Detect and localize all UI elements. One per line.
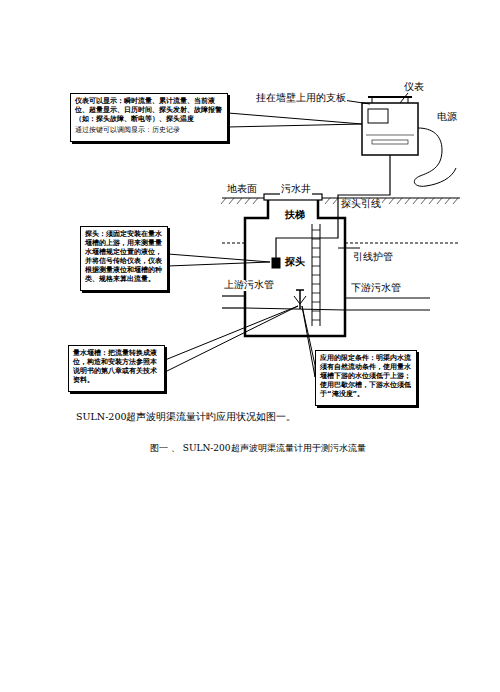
pipe-line [222,243,245,244]
ladder-rung [312,257,320,258]
downstream-pipe [345,297,430,298]
callout-text: 通过按键可以调阅显示：历史记录 [75,126,223,135]
hatch-stroke [237,198,242,204]
hatch-stroke [453,198,458,204]
hatch-stroke [421,198,426,204]
ladder-rung [312,284,320,285]
callout-tail [168,254,270,266]
part-label: 仪表 [403,82,425,93]
part-label: 上游污水管 [223,280,275,291]
instrument-box [362,103,418,155]
hatch-stroke [325,198,330,204]
upstream-pipe [222,307,245,308]
hatch-stroke [221,198,226,204]
part-label: 探头引线 [340,199,382,210]
hatch-stroke [429,198,434,204]
instrument-panel [366,135,414,136]
wall-bracket [408,97,409,103]
weir-notch [294,296,306,304]
part-label: 地表面 [226,184,258,195]
part-label: 挂在墙壁上用的支板 [255,93,347,104]
callout-tail [228,113,362,127]
ladder-rung [312,239,320,240]
part-label: 引线护管 [352,252,394,263]
instrument-screen [368,109,388,123]
hatch-stroke [333,198,338,204]
well-wall [245,198,345,336]
callout-text: 量水堰槽：把流量转换成液位，构造和安装方法参照本说明书的第八章或有关技术资料。 [73,349,160,385]
downstream-pipe [345,309,430,310]
pipe-line [345,243,460,244]
figure-caption: 图一 、 SULN-200超声波明渠流量计用于测污水流量 [150,442,366,455]
callout-box: 仪表可以显示：瞬时流量、累计流量、当前液位、超量显示、日历时间、探头发射、故障报… [70,93,228,142]
part-label: 扶梯 [284,210,306,221]
ladder-rung [312,266,320,267]
ladder-rungs [312,230,320,320]
probe [272,258,280,268]
ladder-rung [312,248,320,249]
leader-line [400,93,408,103]
ladder-rung [312,293,320,294]
ladder-rung [312,311,320,312]
part-label: 下游污水管 [350,283,402,294]
hatch-stroke [397,198,402,204]
callout-box: 探头：须固定安装在量水堰槽的上游，用来测量量水堰槽规定位置的液位，并将信号传给仪… [80,226,168,291]
ladder-rung [312,302,320,303]
power-cord [414,128,456,186]
ladder-rung [312,320,320,321]
hatch-stroke [437,198,442,204]
channel-bottom [245,308,345,310]
callout-tail [165,306,298,372]
callout-box: 应用的限定条件：明渠内水流须有自然流动条件，使用量水堰槽下游的水位须低于上游；使… [315,350,417,406]
part-label: 电源 [436,112,458,123]
hatch-stroke [389,198,394,204]
callout-text: 应用的限定条件：明渠内水流须有自然流动条件，使用量水堰槽下游的水位须低于上游；使… [320,354,412,399]
ladder-rung [312,230,320,231]
part-label: SULN-200超声波明渠流量计旳应用状况如图一。 [75,412,297,423]
guard-pipe [338,248,360,249]
callout-text: 仪表可以显示：瞬时流量、累计流量、当前液位、超量显示、日历时间、探头发射、故障报… [75,97,223,124]
leader-line [343,100,370,104]
hatch-stroke [245,198,250,204]
hatch-stroke [413,198,418,204]
callout-text: 探头：须固定安装在量水堰槽的上游，用来测量量水堰槽规定位置的液位，并将信号传给仪… [85,230,163,285]
hatch-stroke [253,198,258,204]
instrument-keys [372,140,408,144]
part-label: 污水井 [280,184,312,195]
hatch-stroke [405,198,410,204]
hatch-stroke [445,198,450,204]
part-label: 探头 [284,257,306,268]
callout-box: 量水堰槽：把流量转换成液位，构造和安装方法参照本说明书的第八章或有关技术资料。 [68,345,165,392]
ladder-rung [312,275,320,276]
callout-tail [302,306,315,377]
upstream-pipe [222,295,245,296]
hatch-stroke [229,198,234,204]
wall-bracket [372,97,373,103]
